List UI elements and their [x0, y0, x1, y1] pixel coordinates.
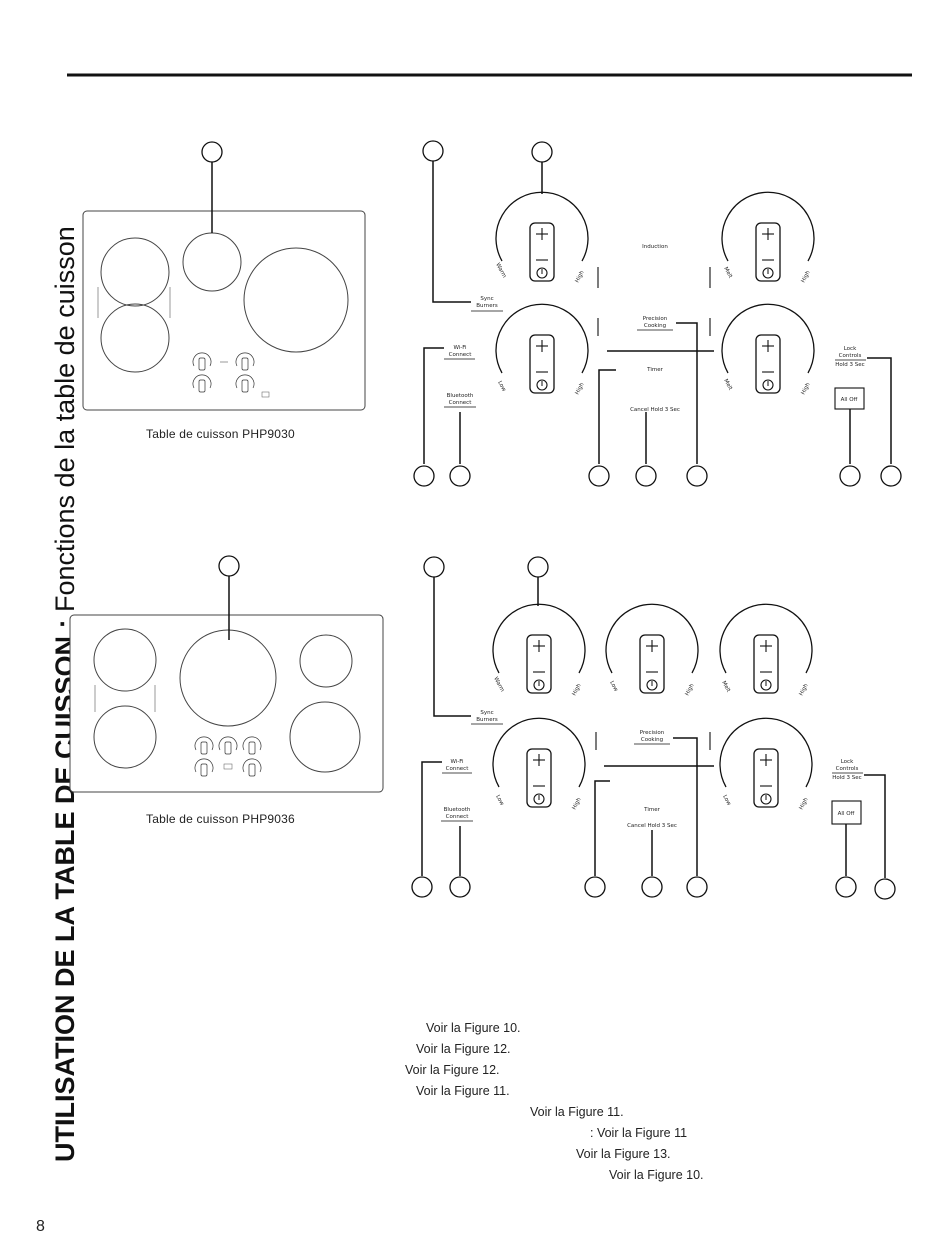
label-bt-connect: Connect	[449, 400, 473, 406]
label-sync: Sync	[480, 296, 493, 302]
reference-line: Voir la Figure 12.	[405, 1063, 500, 1077]
callout-circle	[531, 141, 553, 163]
callout-circle	[641, 876, 663, 898]
reference-line: Voir la Figure 11.	[416, 1084, 510, 1098]
label-timer-sub: Cancel Hold 3 Sec	[630, 407, 680, 413]
label-cooking: Cooking	[641, 737, 663, 743]
callout-circle	[635, 465, 657, 487]
label-wifi: Wi-Fi	[450, 759, 464, 765]
knob-low-high-bottom	[492, 717, 586, 808]
label-high: High	[574, 382, 585, 396]
callout-circle	[411, 876, 433, 898]
figure1-callouts	[423, 161, 892, 464]
label-alloff: All Off	[838, 811, 855, 817]
knob-low-high	[495, 303, 589, 394]
callout-circle	[588, 465, 610, 487]
callout-circle	[835, 876, 857, 898]
label-precision: Precision	[640, 730, 665, 736]
cooktop-php9030-drawing	[82, 210, 366, 411]
label-sync: Sync	[480, 710, 493, 716]
reference-line: Voir la Figure 11.	[530, 1105, 624, 1119]
callout-circle	[218, 555, 240, 577]
callout-circle	[686, 876, 708, 898]
callout-circle	[527, 556, 549, 578]
label-low: Low	[496, 380, 507, 393]
knob-melt-high	[719, 603, 813, 694]
label-lock: Lock	[841, 759, 854, 765]
label-induction: Induction	[642, 244, 668, 250]
label-burners: Burners	[476, 303, 498, 309]
knob-low-high	[605, 603, 699, 694]
cooktop-php9036-drawing	[69, 614, 384, 793]
knob-warm-high	[492, 603, 586, 694]
figure1-caption: Table de cuisson PHP9030	[146, 427, 295, 441]
label-low: Low	[608, 680, 619, 693]
page-number: 8	[36, 1218, 45, 1235]
label-timer-sub: Cancel Hold 3 Sec	[627, 823, 677, 829]
label-warm: Warm	[494, 262, 507, 279]
control-panel-php9030: Warm High Melt High Low High Melt High I…	[444, 191, 866, 413]
callout-circle	[449, 465, 471, 487]
label-high: High	[798, 683, 809, 697]
reference-line: Voir la Figure 10.	[426, 1021, 521, 1035]
figure2-callouts	[421, 577, 886, 878]
label-high: High	[571, 683, 582, 697]
label-wifi-connect: Connect	[446, 766, 470, 772]
callout-circle	[413, 465, 435, 487]
knob-melt-high-top	[721, 191, 815, 282]
label-controls: Controls	[836, 766, 859, 772]
label-lock-sub: Hold 3 Sec	[835, 362, 864, 368]
knob-melt-high-bottom	[721, 303, 815, 394]
callout-circle	[423, 556, 445, 578]
label-controls: Controls	[839, 353, 862, 359]
callout-circle	[839, 465, 861, 487]
label-melt: Melt	[720, 680, 731, 694]
reference-line: Voir la Figure 12.	[416, 1042, 511, 1056]
label-lock-sub: Hold 3 Sec	[832, 775, 861, 781]
label-high: High	[800, 270, 811, 284]
callout-circle	[201, 141, 223, 163]
callout-circle	[874, 878, 896, 900]
label-high: High	[800, 382, 811, 396]
control-panel-php9036: Warm High Low High Melt High Low High Lo…	[441, 603, 863, 829]
label-melt: Melt	[722, 266, 733, 280]
label-burners: Burners	[476, 717, 498, 723]
figure2-callout-circles	[411, 556, 896, 900]
label-high: High	[798, 797, 809, 811]
callout-circle	[449, 876, 471, 898]
callout-circle	[686, 465, 708, 487]
label-timer: Timer	[643, 807, 660, 813]
label-bluetooth: Bluetooth	[444, 807, 471, 813]
knob-low-high-right	[719, 717, 813, 808]
label-low: Low	[494, 794, 505, 807]
label-cooking: Cooking	[644, 323, 666, 329]
label-timer: Timer	[646, 367, 663, 373]
reference-line: : Voir la Figure 11	[590, 1126, 688, 1140]
reference-line: Voir la Figure 10.	[609, 1168, 704, 1182]
label-high: High	[574, 270, 585, 284]
reference-line: Voir la Figure 13.	[576, 1147, 671, 1161]
label-lock: Lock	[844, 346, 857, 352]
callout-circle	[880, 465, 902, 487]
label-high: High	[571, 797, 582, 811]
knob-warm-high	[495, 191, 589, 282]
label-wifi-connect: Connect	[449, 352, 473, 358]
label-wifi: Wi-Fi	[453, 345, 467, 351]
label-alloff: All Off	[841, 397, 858, 403]
label-melt: Melt	[722, 378, 733, 392]
callout-circle	[584, 876, 606, 898]
label-low: Low	[721, 794, 732, 807]
label-bluetooth: Bluetooth	[447, 393, 474, 399]
label-warm: Warm	[492, 676, 505, 693]
label-precision: Precision	[643, 316, 668, 322]
label-high: High	[684, 683, 695, 697]
label-bt-connect: Connect	[446, 814, 470, 820]
figure1-callout-circles	[413, 140, 902, 487]
figure2-caption: Table de cuisson PHP9036	[146, 812, 295, 826]
callout-circle	[422, 140, 444, 162]
